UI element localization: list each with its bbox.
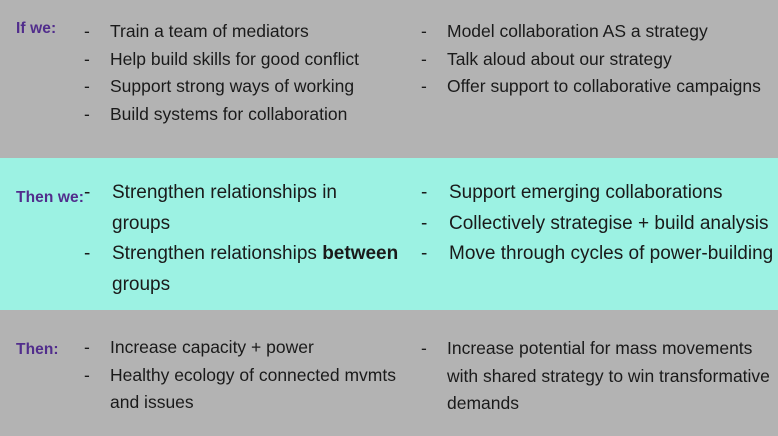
list-item: Strengthen relationships in groups: [84, 178, 400, 239]
row-then-right-column: Increase potential for mass movements wi…: [400, 313, 778, 436]
list-item: Model collaboration AS a strategy: [421, 18, 778, 46]
row-then-we-right-column: Support emerging collaborations Collecti…: [400, 158, 778, 310]
row-if-we: If we: Train a team of mediators Help bu…: [0, 0, 778, 155]
list-item: Build systems for collaboration: [84, 101, 400, 129]
bullet-list-then-right: Increase potential for mass movements wi…: [421, 313, 778, 418]
row-label-cell-then: Then:: [0, 313, 84, 436]
bullet-list-then-left: Increase capacity + power Healthy ecolog…: [84, 313, 400, 417]
list-item: Increase capacity + power: [84, 334, 400, 362]
list-item: Talk aloud about our strategy: [421, 46, 778, 74]
row-then-left-column: Increase capacity + power Healthy ecolog…: [84, 313, 400, 436]
bullet-list-if-we-right: Model collaboration AS a strategy Talk a…: [421, 0, 778, 101]
list-item: Train a team of mediators: [84, 18, 400, 46]
row-label-then-we: Then we:: [16, 189, 84, 206]
bullet-list-then-we-left: Strengthen relationships in groups Stren…: [84, 158, 400, 300]
list-item: Strengthen relationships between groups: [84, 239, 400, 300]
list-item: Collectively strategise + build analysis: [421, 209, 778, 240]
row-label-cell-if-we: If we:: [0, 0, 84, 155]
list-item: Help build skills for good conflict: [84, 46, 400, 74]
list-item: Support emerging collaborations: [421, 178, 778, 209]
list-item: Offer support to collaborative campaigns: [421, 73, 778, 101]
row-label-if-we: If we:: [16, 20, 57, 37]
row-label-then: Then:: [16, 341, 59, 358]
list-item: Increase potential for mass movements wi…: [421, 335, 778, 418]
row-label-cell-then-we: Then we:: [0, 158, 84, 310]
row-then-we-left-column: Strengthen relationships in groups Stren…: [84, 158, 400, 310]
list-item: Move through cycles of power-building: [421, 239, 778, 270]
list-item: Support strong ways of working: [84, 73, 400, 101]
list-item: Healthy ecology of connected mvmts and i…: [84, 362, 400, 417]
row-then: Then: Increase capacity + power Healthy …: [0, 313, 778, 436]
bullet-list-then-we-right: Support emerging collaborations Collecti…: [421, 158, 778, 270]
row-then-we: Then we: Strengthen relationships in gro…: [0, 158, 778, 310]
row-if-we-left-column: Train a team of mediators Help build ski…: [84, 0, 400, 155]
row-if-we-right-column: Model collaboration AS a strategy Talk a…: [400, 0, 778, 155]
bullet-list-if-we-left: Train a team of mediators Help build ski…: [84, 0, 400, 128]
